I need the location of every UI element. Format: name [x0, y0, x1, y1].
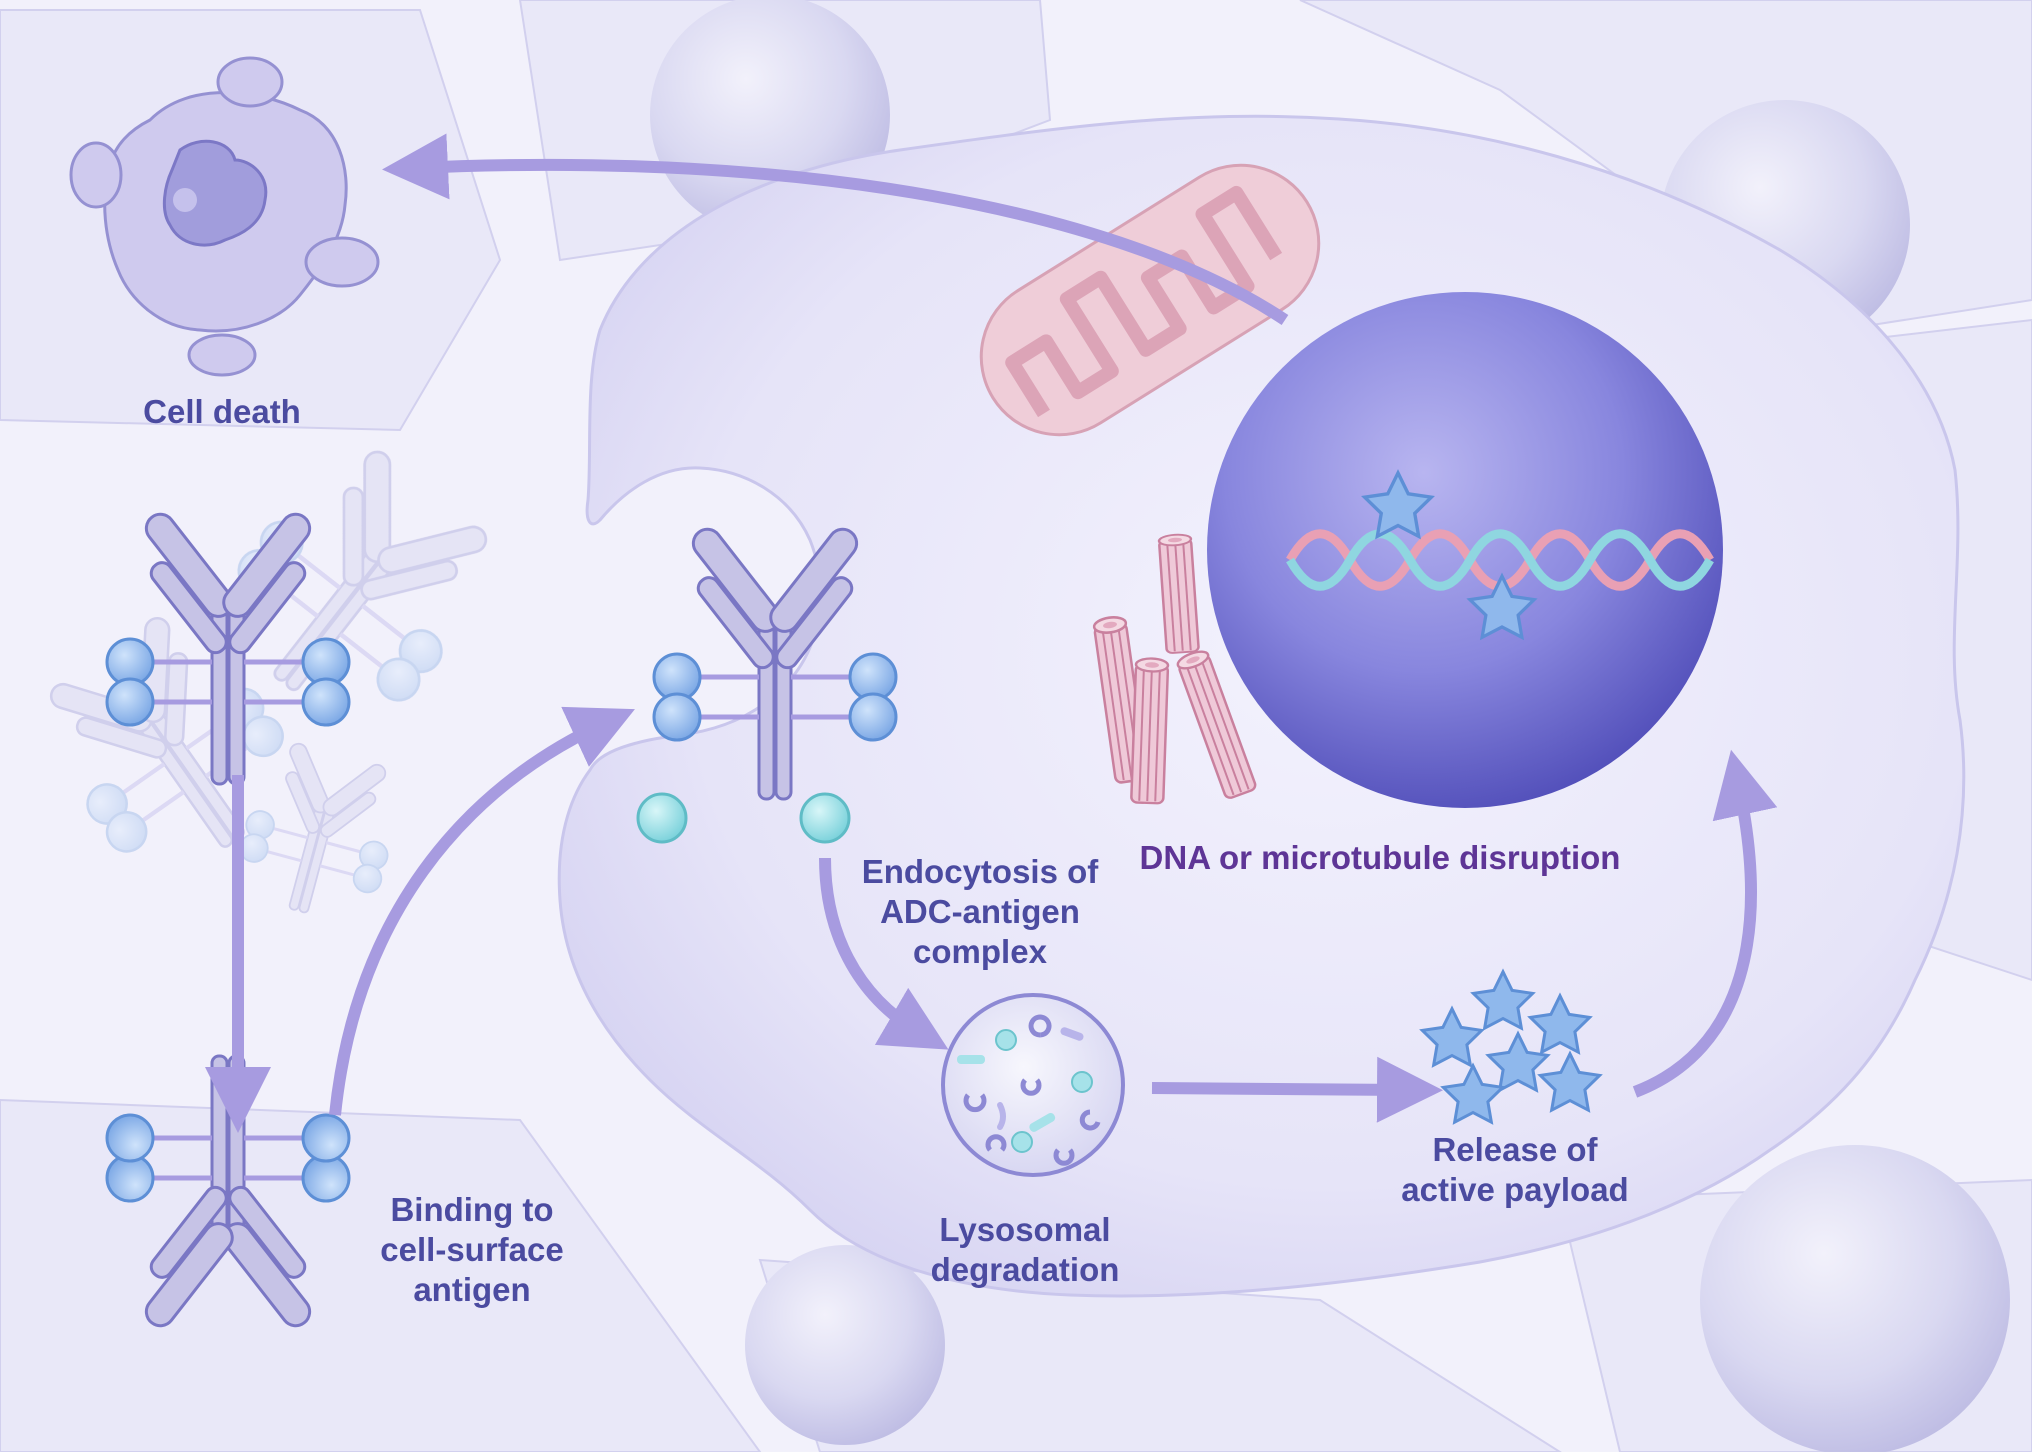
label-cell-death: Cell death — [143, 393, 301, 430]
label-binding: Binding to cell-surface antigen — [380, 1191, 564, 1308]
arrow-to-lysosome — [819, 857, 949, 1050]
antigen-icon — [799, 792, 851, 844]
label-endocytosis: Endocytosis of ADC-antigen complex — [861, 853, 1099, 970]
lysosome-icon — [941, 993, 1125, 1177]
label-dna-disruption: DNA or microtubule disruption — [1139, 839, 1621, 876]
arrow-to-endocytosis — [329, 706, 635, 1116]
arrow-to-cell-death — [382, 133, 1289, 325]
arrow-to-nucleus — [1632, 749, 1778, 1098]
antigen-icon — [636, 792, 688, 844]
label-release-payload: Release of active payload — [1401, 1131, 1629, 1208]
arrow-to-payload — [1151, 1056, 1443, 1123]
label-lysosomal-degradation: Lysosomal degradation — [930, 1211, 1120, 1288]
apoptotic-cell-icon — [69, 56, 380, 377]
